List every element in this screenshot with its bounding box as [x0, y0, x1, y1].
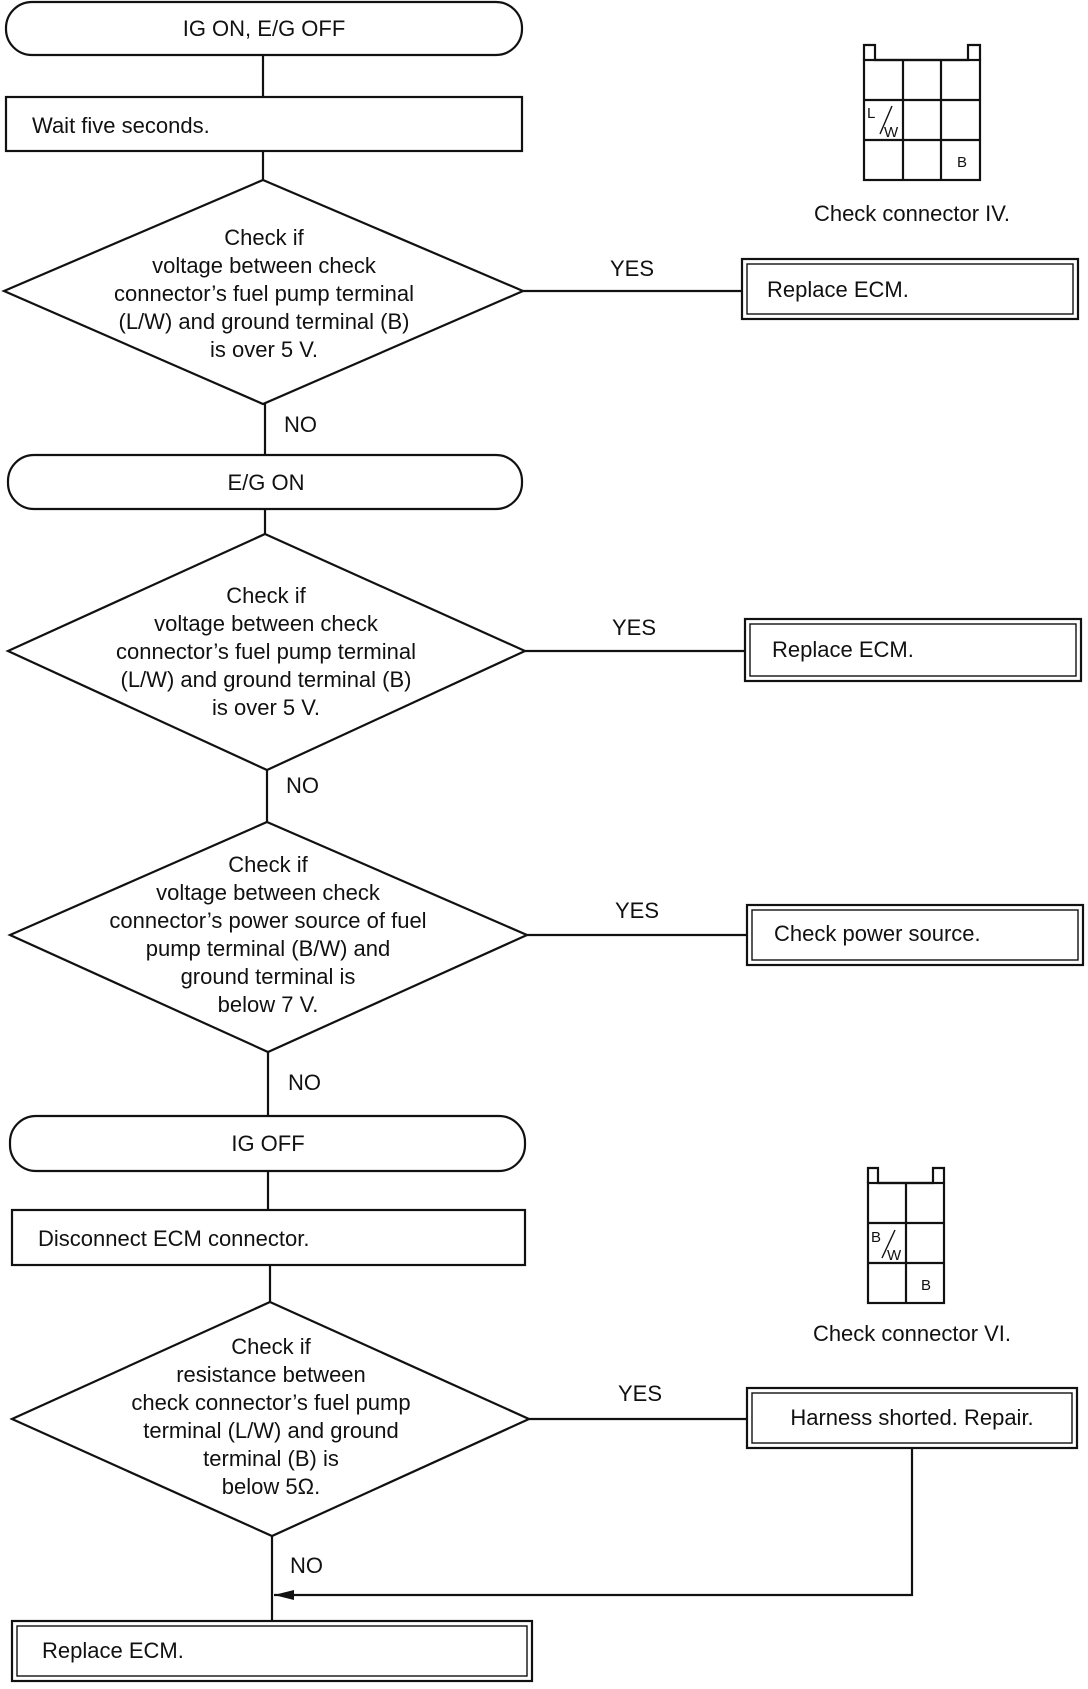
decision-3: [7, 820, 530, 1054]
decision-3-line: connector’s power source of fuel: [109, 908, 426, 933]
connector-iv-body: [862, 58, 982, 182]
decision-2-line: voltage between check: [154, 611, 379, 636]
final-inner: [16, 1625, 528, 1677]
decision-4-line: terminal (L/W) and ground: [143, 1418, 399, 1443]
decision-3-yes: YES: [615, 898, 659, 923]
connector-vi-b: B: [921, 1277, 931, 1294]
decision-1-line: is over 5 V.: [210, 337, 318, 362]
ig-off-terminal: [8, 1114, 527, 1173]
connector-iv-slash: [879, 105, 893, 135]
decision-4-line: terminal (B) is: [203, 1446, 339, 1471]
decision-3-line: ground terminal is: [181, 964, 356, 989]
decision-4-no: NO: [290, 1553, 323, 1578]
decision-1-text: Check if voltage between check connector…: [114, 225, 414, 362]
connector-iv-caption: Check connector IV.: [814, 201, 1010, 226]
decision-2-line: Check if: [226, 583, 306, 608]
decision-1-line: voltage between check: [152, 253, 377, 278]
connector-iv-b: B: [957, 154, 967, 171]
decision-3-line: Check if: [228, 852, 308, 877]
connector-iv-tabs: [862, 43, 982, 62]
final-label: Replace ECM.: [42, 1638, 184, 1663]
arrow-head: [274, 1590, 294, 1600]
decision-4-line: check connector’s fuel pump: [131, 1390, 410, 1415]
connector-vi-bw-top: B: [871, 1229, 881, 1246]
decision-2: [5, 532, 528, 772]
disconnect-box: [10, 1208, 527, 1267]
action-4-label: Harness shorted. Repair.: [790, 1405, 1033, 1430]
decision-4-line: Check if: [231, 1334, 311, 1359]
decision-3-line: voltage between check: [156, 880, 381, 905]
decision-4-line: resistance between: [176, 1362, 366, 1387]
start-label: IG ON, E/G OFF: [183, 16, 346, 41]
eg-on-terminal: [6, 453, 524, 511]
decision-3-line: below 7 V.: [218, 992, 319, 1017]
disconnect-label: Disconnect ECM connector.: [38, 1226, 309, 1251]
decision-4-yes: YES: [618, 1381, 662, 1406]
decision-1-line: Check if: [224, 225, 304, 250]
connector-vi-slash: [881, 1229, 896, 1259]
return-line: [274, 1448, 914, 1597]
decision-1-no: NO: [284, 412, 317, 437]
connector-vi-tabs: [866, 1166, 946, 1185]
action-2-box: [743, 617, 1083, 683]
eg-on-label: E/G ON: [227, 470, 304, 495]
connector-iv-lw-bottom: W: [884, 124, 899, 141]
action-1-label: Replace ECM.: [767, 277, 909, 302]
decision-1-line: connector’s fuel pump terminal: [114, 281, 414, 306]
connector-vi-diagram: B W B: [866, 1166, 946, 1305]
connector-iv-diagram: L W B: [862, 43, 982, 182]
action-2-label: Replace ECM.: [772, 637, 914, 662]
decision-1-line: (L/W) and ground terminal (B): [119, 309, 410, 334]
wait-label: Wait five seconds.: [32, 113, 210, 138]
decision-4-line: below 5Ω.: [222, 1474, 320, 1499]
connector-vi-caption: Check connector VI.: [813, 1321, 1011, 1346]
action-3-box: [745, 903, 1085, 967]
decision-2-no: NO: [286, 773, 319, 798]
decision-3-line: pump terminal (B/W) and: [146, 936, 391, 961]
action-3-label: Check power source.: [774, 921, 981, 946]
action-3-inner: [751, 909, 1079, 961]
start-terminal: [4, 0, 524, 57]
decision-2-line: is over 5 V.: [212, 695, 320, 720]
decision-2-line: connector’s fuel pump terminal: [116, 639, 416, 664]
action-4-box: [745, 1386, 1079, 1450]
connector-vi-bw-bottom: W: [887, 1247, 902, 1264]
decision-2-line: (L/W) and ground terminal (B): [121, 667, 412, 692]
action-2-inner: [749, 623, 1077, 677]
decision-1-yes: YES: [610, 256, 654, 281]
connector-iv-lw-top: L: [867, 105, 875, 122]
wait-box: [4, 95, 524, 153]
final-box: [10, 1619, 534, 1683]
decision-2-yes: YES: [612, 615, 656, 640]
decision-4: [9, 1300, 532, 1538]
action-1-inner: [746, 263, 1074, 315]
ig-off-label: IG OFF: [231, 1131, 304, 1156]
decision-1: [1, 178, 526, 406]
decision-3-no: NO: [288, 1070, 321, 1095]
action-4-inner: [751, 1392, 1073, 1444]
action-1-box: [740, 257, 1080, 321]
